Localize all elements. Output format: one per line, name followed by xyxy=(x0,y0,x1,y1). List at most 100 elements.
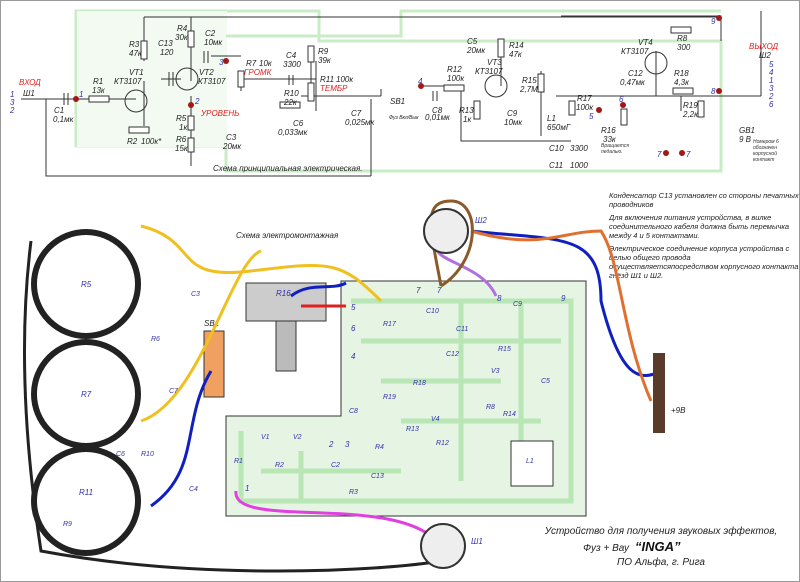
value-r10: 22к xyxy=(283,98,298,107)
pot-r11[interactable] xyxy=(31,446,141,556)
output-jack-label: Ш2 xyxy=(759,51,771,60)
output-pin: 4 xyxy=(769,68,774,77)
note-c13: Конденсатор С13 установлен со стороны пе… xyxy=(609,191,799,209)
part-r1: R1 xyxy=(234,458,243,465)
value-r9: 39к xyxy=(318,56,332,65)
value-vt3: КТ3107 xyxy=(475,67,503,76)
value-r15: 2,7М xyxy=(519,85,538,94)
jack-sh2[interactable] xyxy=(423,208,469,254)
volume-label: ГРОМК xyxy=(244,68,273,77)
inductor-l1 xyxy=(510,440,554,487)
label-vt1: VT1 xyxy=(129,68,144,77)
pad-5: 5 xyxy=(351,303,356,312)
value-vt1: КТ3107 xyxy=(114,77,142,86)
input-pin: 3 xyxy=(10,98,15,107)
value-c8: 0,01мк xyxy=(425,113,451,122)
node-8: 8 xyxy=(711,87,716,96)
label-vt4: VT4 xyxy=(638,38,653,47)
label-c4: C4 xyxy=(286,51,297,60)
label-r18: R18 xyxy=(674,69,689,78)
node-7a: 7 xyxy=(657,150,662,159)
pcb-traces xyxy=(238,298,574,504)
r16-note: Вращается педалью. xyxy=(601,143,629,155)
value-c13: 120 xyxy=(160,48,174,57)
jack-sh1-label: Ш1 xyxy=(471,537,483,546)
value-c2: 10мк xyxy=(204,38,223,47)
level-label: УРОВЕНЬ xyxy=(200,109,239,118)
part-r17: R17 xyxy=(383,321,397,328)
label-r10: R10 xyxy=(284,89,299,98)
part-r15: R15 xyxy=(498,346,511,353)
node-2: 2 xyxy=(194,97,200,106)
label-r13: R13 xyxy=(459,106,474,115)
value-sb1: Фуз Вкл/Вык xyxy=(389,115,419,121)
pad-2: 2 xyxy=(328,440,334,449)
value-r12: 100к xyxy=(447,74,465,83)
part-r19: R19 xyxy=(383,394,396,401)
label-r5: R5 xyxy=(176,114,187,123)
wire-yellow xyxy=(140,224,383,303)
node-9: 9 xyxy=(711,17,716,26)
value-vt2: КТ3107 xyxy=(198,77,226,86)
part-c5: C5 xyxy=(541,378,550,385)
part-r8: R8 xyxy=(486,404,495,411)
pot-r11-label: R11 xyxy=(79,488,93,497)
part-r6: R6 xyxy=(151,336,160,343)
part-c11: C11 xyxy=(456,326,468,333)
part-r13: R13 xyxy=(406,426,419,433)
jack-sh1[interactable] xyxy=(420,523,466,569)
label-c7: C7 xyxy=(351,109,362,118)
part-c12: C12 xyxy=(446,351,459,358)
value-r17: 100к xyxy=(576,103,594,112)
part-c4: C4 xyxy=(189,486,198,493)
output-pin: 1 xyxy=(769,76,773,85)
part-r18: R18 xyxy=(413,380,426,387)
wire-blue-left xyxy=(150,370,213,508)
part-c3: C3 xyxy=(191,291,200,298)
value-r8: 300 xyxy=(677,43,691,52)
output-pin: 3 xyxy=(769,84,774,93)
value-r18: 4,3к xyxy=(674,78,690,87)
part-r9: R9 xyxy=(63,521,72,528)
schematic-caption: Схема принципиальная электрическая. xyxy=(213,164,363,173)
label-r6: R6 xyxy=(176,135,187,144)
part-r3: R3 xyxy=(349,489,358,496)
pot-r5[interactable] xyxy=(31,229,141,339)
label-r11: R11 xyxy=(320,75,334,84)
label-r4: R4 xyxy=(177,24,188,33)
value-c5: 20мк xyxy=(466,46,486,55)
schematic: 1 2 3 4 5 6 7 7 8 9 ВХОД Ш1 1 3 2 ВЫХОД … xyxy=(9,9,779,177)
value-r6: 15к xyxy=(175,144,189,153)
value-c12: 0,47мк xyxy=(620,78,646,87)
value-r7: 10к xyxy=(259,59,273,68)
label-vt2: VT2 xyxy=(199,68,214,77)
note-ground: Электрическое соединение корпуса устройс… xyxy=(609,244,799,280)
part-c7: C7 xyxy=(169,388,179,395)
node-3: 3 xyxy=(219,58,224,67)
pad-1: 1 xyxy=(245,484,249,493)
part-c8: C8 xyxy=(349,408,358,415)
input-label: ВХОД xyxy=(19,78,41,87)
title-block: Устройство для получения звуковых эффект… xyxy=(544,525,777,568)
label-sb1: SB1 xyxy=(390,97,405,106)
part-c10: C10 xyxy=(426,308,439,315)
value-r1: 13к xyxy=(92,86,106,95)
label-r1: R1 xyxy=(93,77,103,86)
label-c12: C12 xyxy=(628,69,643,78)
value-l1: 650мГ xyxy=(547,123,571,132)
part-c6: C6 xyxy=(116,451,125,458)
label-c8: C8 xyxy=(432,106,443,115)
value-r19: 2,2к xyxy=(682,110,699,119)
pad-9: 9 xyxy=(561,294,566,303)
label-c1: C1 xyxy=(54,106,64,115)
value-r11: 100к xyxy=(336,75,354,84)
notes: Конденсатор С13 установлен со стороны пе… xyxy=(609,191,799,280)
label-c11: C11 xyxy=(549,161,563,170)
value-vt4: КТ3107 xyxy=(621,47,649,56)
pot-r16-shaft[interactable] xyxy=(275,320,297,372)
node-1: 1 xyxy=(79,90,83,99)
node-7b: 7 xyxy=(686,150,691,159)
value-c4: 3300 xyxy=(283,60,301,69)
label-l1: L1 xyxy=(547,114,556,123)
